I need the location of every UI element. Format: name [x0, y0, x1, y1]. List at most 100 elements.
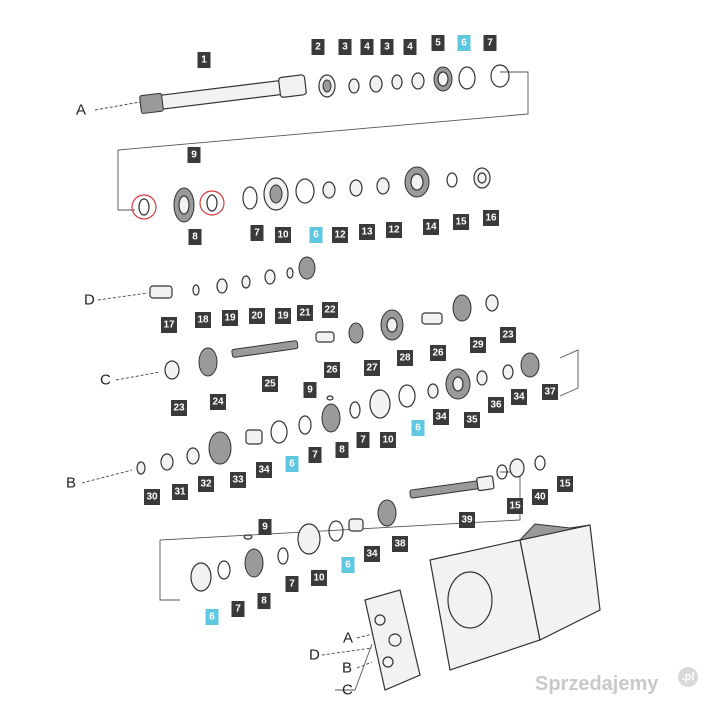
callout-37: 37 — [542, 384, 558, 400]
callout-6-highlighted: 6 — [285, 456, 299, 472]
callout-number: 9 — [307, 385, 313, 396]
callout-26: 26 — [430, 345, 446, 361]
callout-number: 6 — [345, 560, 351, 571]
watermark-text: Sprzedajemy — [535, 673, 659, 695]
callout-number: 31 — [174, 487, 186, 498]
callout-number: 16 — [485, 213, 497, 224]
callout-20: 20 — [249, 308, 265, 324]
callout-number: 7 — [254, 228, 260, 239]
letter-marker-c: C — [100, 372, 111, 389]
callout-number: 10 — [382, 435, 394, 446]
callout-35: 35 — [464, 412, 480, 428]
callout-2: 2 — [311, 39, 325, 55]
callout-23: 23 — [500, 327, 516, 343]
callout-21: 21 — [297, 305, 313, 321]
callout-number: 7 — [312, 450, 318, 461]
callout-number: 6 — [313, 230, 319, 241]
callout-number: 7 — [487, 38, 493, 49]
callout-number: 37 — [544, 387, 556, 398]
callout-number: 13 — [361, 227, 373, 238]
watermark-badge — [678, 667, 698, 687]
callout-number: 34 — [366, 549, 378, 560]
callout-number: 15 — [509, 501, 521, 512]
callout-6-highlighted: 6 — [309, 227, 323, 243]
callout-7: 7 — [308, 447, 322, 463]
callout-number: 10 — [277, 230, 289, 241]
watermark: Sprzedajemy .pl — [535, 667, 698, 695]
callout-15: 15 — [453, 214, 469, 230]
callout-number: 25 — [264, 379, 276, 390]
callout-number: 24 — [212, 397, 224, 408]
letter-marker-b: B — [66, 475, 76, 492]
callout-number: 2 — [315, 42, 321, 53]
callout-number: 17 — [163, 320, 175, 331]
callout-12: 12 — [386, 222, 402, 238]
callout-9: 9 — [187, 147, 201, 163]
callout-number: 12 — [388, 225, 400, 236]
gearbox-housing — [364, 523, 601, 691]
circle-mark-left — [131, 194, 157, 220]
callout-number: 1 — [201, 55, 207, 66]
callout-34: 34 — [433, 409, 449, 425]
watermark-suffix: .pl — [682, 671, 695, 683]
callout-number: 18 — [197, 315, 209, 326]
row-4-parts — [136, 352, 546, 499]
callout-number: 7 — [235, 604, 241, 615]
callout-number: 34 — [435, 412, 447, 423]
callout-number: 5 — [435, 38, 441, 49]
letter-marker-c: C — [342, 682, 353, 699]
callout-27: 27 — [364, 360, 380, 376]
callout-26: 26 — [324, 362, 340, 378]
callout-number: 7 — [360, 435, 366, 446]
callout-6-highlighted: 6 — [341, 557, 355, 573]
row-2-parts — [131, 166, 491, 223]
callout-number: 32 — [200, 479, 212, 490]
callout-number: 6 — [461, 38, 467, 49]
callout-9: 9 — [258, 519, 272, 535]
callout-3: 3 — [338, 39, 352, 55]
row-3-parts — [149, 256, 499, 401]
callout-number: 21 — [299, 308, 311, 319]
callout-39: 39 — [459, 512, 475, 528]
callout-number: 6 — [415, 423, 421, 434]
callout-7: 7 — [356, 432, 370, 448]
callout-10: 10 — [275, 227, 291, 243]
callout-5: 5 — [431, 35, 445, 51]
callout-15: 15 — [507, 498, 523, 514]
callout-number: 35 — [466, 415, 478, 426]
letter-marker-b: B — [342, 660, 352, 677]
callout-25: 25 — [262, 376, 278, 392]
callout-7: 7 — [483, 35, 497, 51]
callout-6-highlighted: 6 — [457, 35, 471, 51]
callout-number: 28 — [399, 353, 411, 364]
callout-8: 8 — [257, 593, 271, 609]
callout-19: 19 — [222, 310, 238, 326]
callout-14: 14 — [423, 219, 439, 235]
callout-10: 10 — [311, 570, 327, 586]
callout-number: 8 — [339, 445, 345, 456]
callout-number: 33 — [232, 475, 244, 486]
callout-number: 36 — [490, 400, 502, 411]
callout-38: 38 — [392, 536, 408, 552]
callout-24: 24 — [210, 394, 226, 410]
callout-32: 32 — [198, 476, 214, 492]
callout-number: 15 — [455, 217, 467, 228]
callout-6-highlighted: 6 — [411, 420, 425, 436]
callout-number: 40 — [534, 492, 546, 503]
callout-number: 20 — [251, 311, 263, 322]
callout-number: 8 — [261, 596, 267, 607]
callout-number: 34 — [513, 392, 525, 403]
callout-number: 26 — [432, 348, 444, 359]
callout-number: 3 — [384, 42, 390, 53]
callout-number: 23 — [173, 403, 185, 414]
callout-29: 29 — [470, 337, 486, 353]
callout-number: 23 — [502, 330, 514, 341]
callout-22: 22 — [322, 302, 338, 318]
callout-31: 31 — [172, 484, 188, 500]
callout-23: 23 — [171, 400, 187, 416]
callout-number: 39 — [461, 515, 473, 526]
row-1-parts — [139, 64, 510, 114]
